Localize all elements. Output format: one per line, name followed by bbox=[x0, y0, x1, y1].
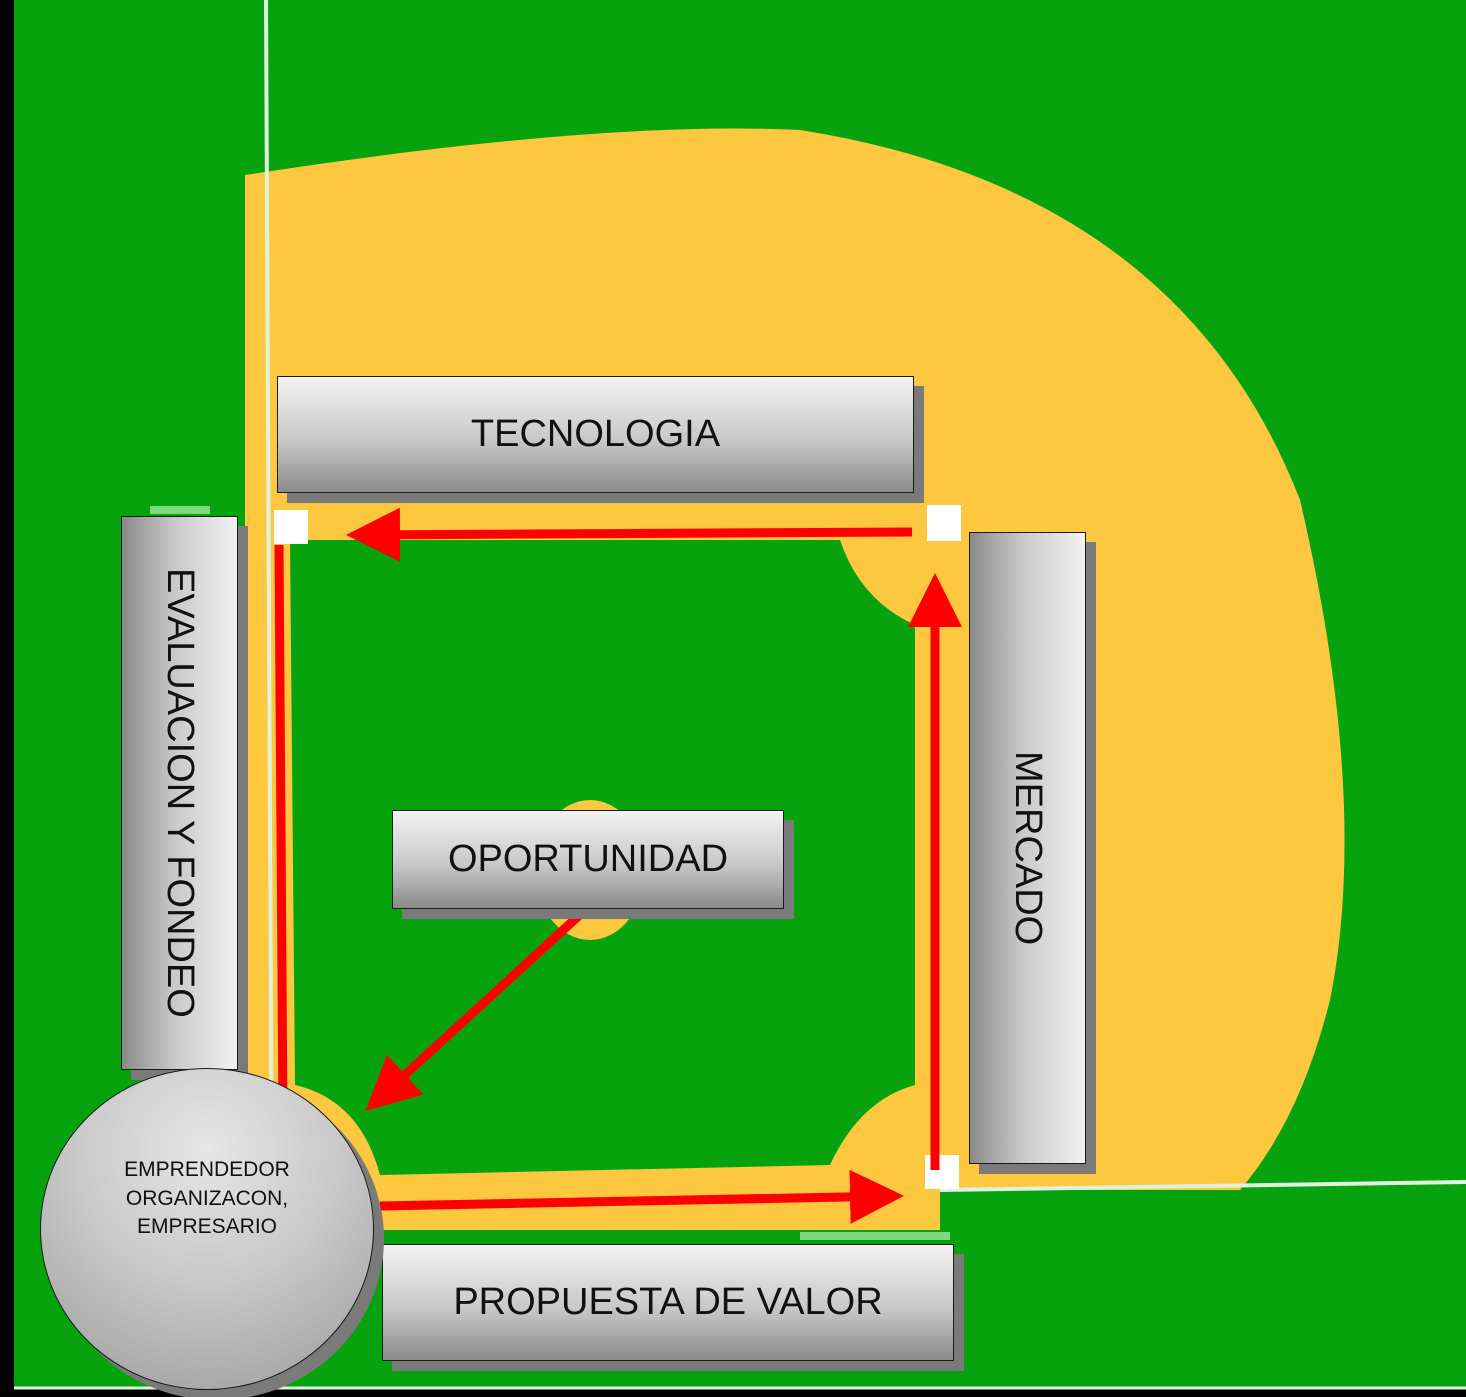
foul-line-left bbox=[264, 0, 274, 1231]
base-second bbox=[927, 505, 961, 541]
box-mercado: MERCADO bbox=[969, 532, 1086, 1164]
base-third bbox=[274, 510, 308, 544]
label-oportunidad: OPORTUNIDAD bbox=[447, 838, 729, 880]
arrow-second-to-third bbox=[346, 507, 913, 562]
box-tecnologia: TECNOLOGIA bbox=[277, 376, 914, 493]
box-oportunidad: OPORTUNIDAD bbox=[392, 810, 784, 909]
label-evaluacion-fondeo: EVALUACION Y FONDEO bbox=[159, 568, 201, 1018]
circle-line-1: EMPRENDEDOR bbox=[124, 1158, 290, 1182]
foul-line-right bbox=[939, 1180, 1466, 1192]
circle-text: EMPRENDEDOR ORGANIZACON, EMPRESARIO bbox=[124, 1156, 290, 1241]
arrow-home-to-first bbox=[379, 1169, 904, 1224]
dugout-bottom bbox=[800, 1232, 950, 1240]
circle-line-2: ORGANIZACON, bbox=[125, 1186, 289, 1210]
label-propuesta-valor: PROPUESTA DE VALOR bbox=[453, 1281, 883, 1323]
arrow-third-to-home bbox=[274, 544, 288, 1121]
box-propuesta-valor: PROPUESTA DE VALOR bbox=[382, 1244, 954, 1361]
dugout-left bbox=[150, 506, 210, 514]
arrow-oportunidad-to-home bbox=[365, 906, 589, 1112]
label-mercado: MERCADO bbox=[1007, 750, 1049, 946]
label-tecnologia: TECNOLOGIA bbox=[470, 413, 721, 455]
box-evaluacion-fondeo: EVALUACION Y FONDEO bbox=[121, 516, 238, 1070]
circle-emprendedor: EMPRENDEDOR ORGANIZACON, EMPRESARIO bbox=[40, 1068, 374, 1390]
circle-line-3: EMPRESARIO bbox=[136, 1215, 278, 1239]
base-first bbox=[925, 1155, 959, 1189]
